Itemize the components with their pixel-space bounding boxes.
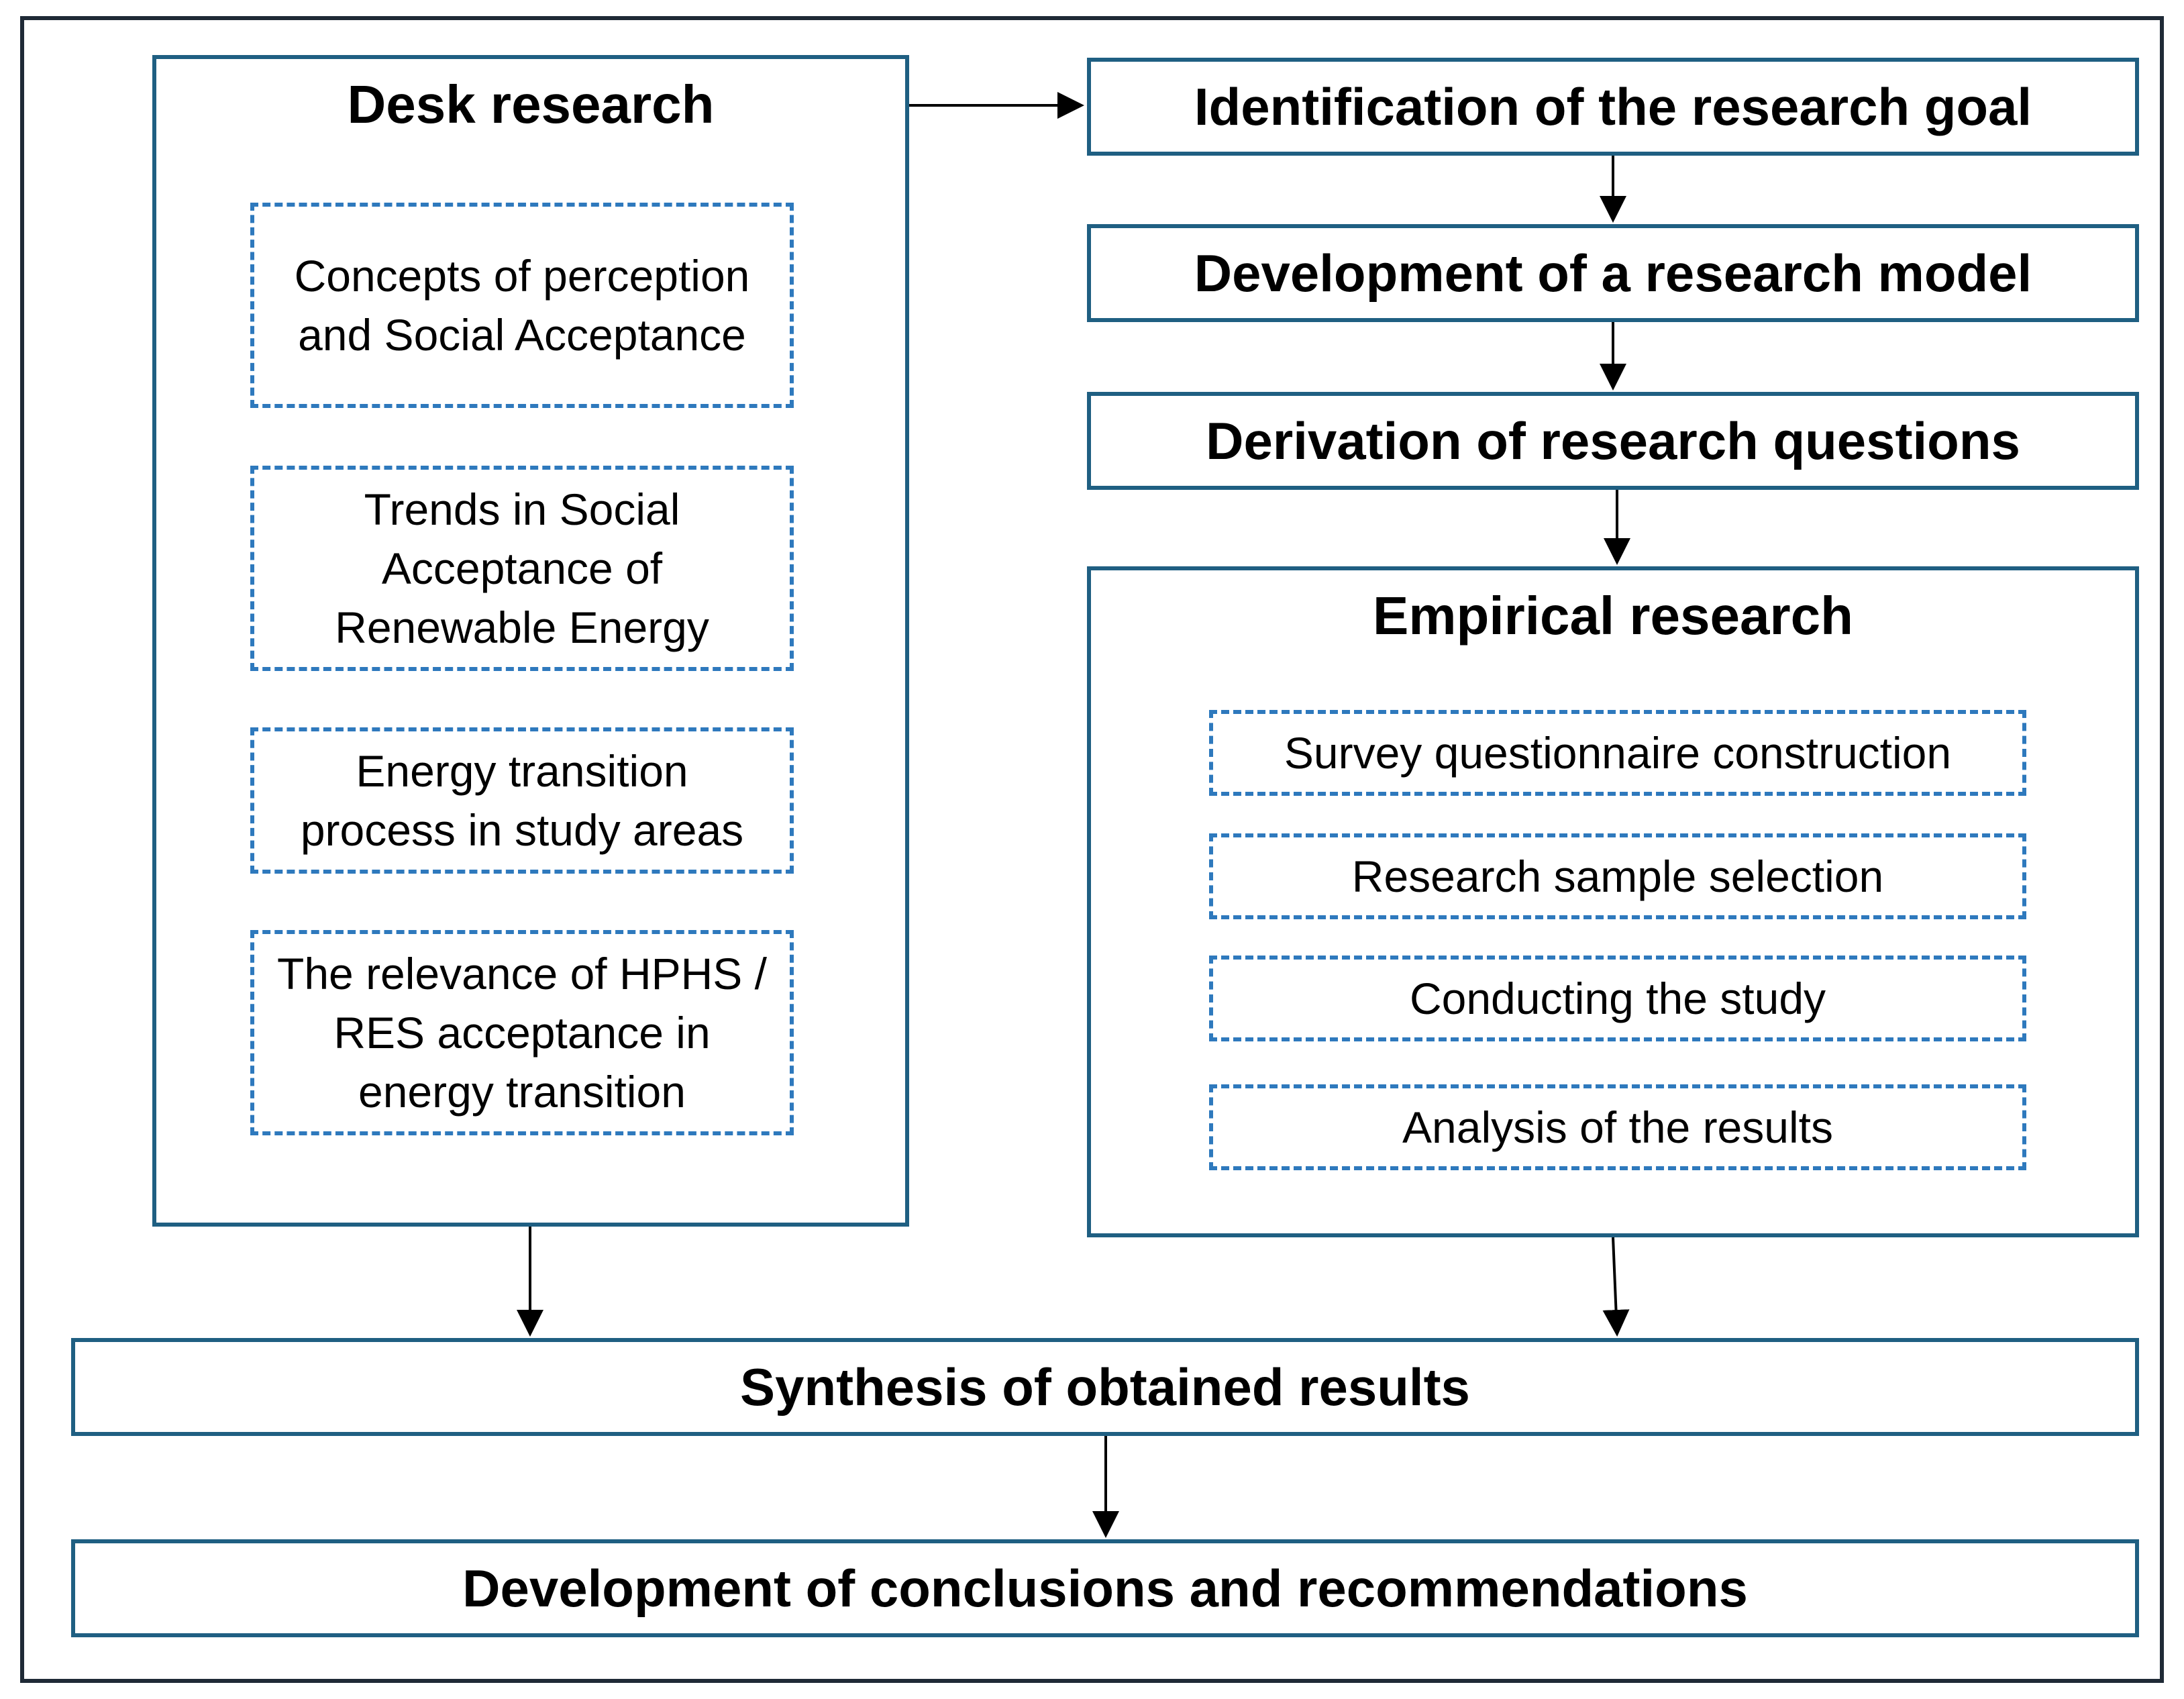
- empirical-item-label: Analysis of the results: [1402, 1102, 1833, 1152]
- desk-item-trends: Trends in Social Acceptance of Renewable…: [250, 466, 794, 671]
- synthesis-box: Synthesis of obtained results: [71, 1338, 2139, 1436]
- desk-item-label: Concepts of perception and Social Accept…: [294, 251, 750, 360]
- empirical-item-label: Survey questionnaire construction: [1284, 728, 1952, 778]
- arrow-empirical-to-synthesis: [1602, 1237, 1630, 1337]
- step-research-questions: Derivation of research questions: [1087, 392, 2139, 490]
- desk-item-perception: Concepts of perception and Social Accept…: [250, 203, 794, 408]
- empirical-item-label: Conducting the study: [1409, 974, 1826, 1023]
- desk-research-title: Desk research: [347, 74, 715, 134]
- synthesis-label: Synthesis of obtained results: [740, 1357, 1470, 1417]
- desk-item-hphs-relevance: The relevance of HPHS / RES acceptance i…: [250, 930, 794, 1135]
- desk-item-label: The relevance of HPHS / RES acceptance i…: [277, 949, 767, 1117]
- step-research-model: Development of a research model: [1087, 224, 2139, 322]
- empirical-item-analysis: Analysis of the results: [1209, 1084, 2026, 1170]
- empirical-research-title: Empirical research: [1373, 586, 1853, 646]
- conclusions-box: Development of conclusions and recommend…: [71, 1539, 2139, 1637]
- empirical-item-conducting: Conducting the study: [1209, 956, 2026, 1041]
- desk-item-energy-transition: Energy transition process in study areas: [250, 727, 794, 874]
- desk-item-label: Energy transition process in study areas: [300, 746, 744, 855]
- step-label: Derivation of research questions: [1206, 411, 2020, 470]
- step-label: Identification of the research goal: [1194, 76, 2032, 136]
- conclusions-label: Development of conclusions and recommend…: [462, 1558, 1748, 1618]
- empirical-item-sample: Research sample selection: [1209, 833, 2026, 919]
- step-label: Development of a research model: [1194, 243, 2032, 303]
- outer-frame: [20, 16, 2164, 1683]
- step-research-goal: Identification of the research goal: [1087, 58, 2139, 156]
- desk-item-label: Trends in Social Acceptance of Renewable…: [335, 484, 709, 652]
- empirical-item-questionnaire: Survey questionnaire construction: [1209, 710, 2026, 796]
- empirical-item-label: Research sample selection: [1351, 852, 1884, 901]
